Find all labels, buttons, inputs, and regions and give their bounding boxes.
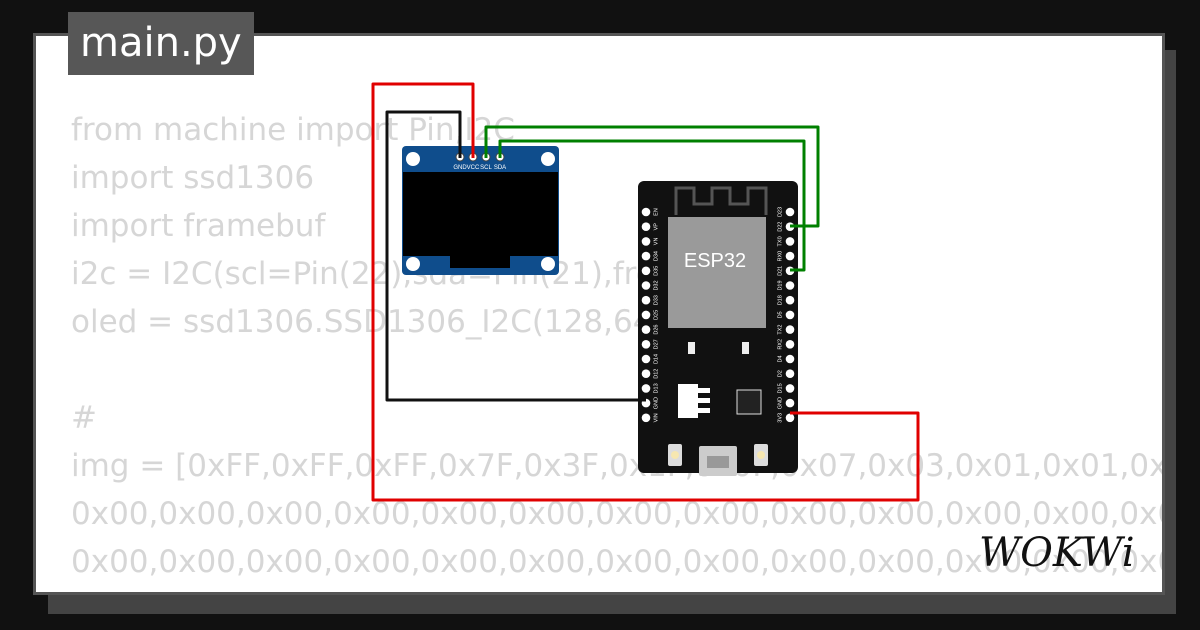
code-line: # <box>71 400 97 436</box>
esp32-pin-label: D12 <box>653 369 659 379</box>
esp32-pin-label: D35 <box>653 266 659 276</box>
esp32-pin-vn[interactable] <box>641 237 651 246</box>
vcc-wire[interactable] <box>371 82 920 502</box>
mount-hole <box>541 257 555 271</box>
esp32-pin-d18[interactable] <box>785 295 795 305</box>
esp32-pin-label: D27 <box>653 339 659 349</box>
esp32-pin-label: D2 <box>777 370 783 377</box>
oled-ribbon <box>450 256 510 268</box>
mount-hole <box>406 257 420 271</box>
esp32-pin-label: GND <box>777 397 783 409</box>
code-line: import framebuf <box>71 208 326 244</box>
smd-component <box>688 342 695 354</box>
esp32-pin-d13[interactable] <box>641 384 651 393</box>
regulator-lead <box>698 398 710 403</box>
esp32-pin-rx0[interactable] <box>785 251 795 261</box>
esp32-module-shield <box>668 217 766 328</box>
esp32-pin-label: GND <box>653 397 659 409</box>
regulator-lead <box>698 388 710 393</box>
esp32-pin-label: EN <box>653 208 659 216</box>
esp32-pin-label: D4 <box>777 355 783 362</box>
mount-hole <box>406 152 420 166</box>
esp32-pin-d2[interactable] <box>785 369 795 379</box>
chip-label: ESP32 <box>684 250 746 272</box>
esp32-board[interactable]: ESP32 ENVPVND34D35D32D33D25D26D27D14D12D… <box>638 181 798 476</box>
regulator-lead <box>698 408 710 413</box>
esp32-pin-label: D32 <box>653 280 659 290</box>
code-line: from machine import Pin,I2C <box>71 112 515 148</box>
esp32-pin-tx0[interactable] <box>785 237 795 246</box>
esp32-pin-3v3[interactable] <box>785 413 795 423</box>
wokwi-logo-text: WOKWi <box>979 530 1135 576</box>
esp32-pin-label: D33 <box>653 295 659 305</box>
esp32-pin-label: VN <box>653 238 659 246</box>
esp32-pin-label: TX0 <box>777 236 783 246</box>
esp32-pin-tx2[interactable] <box>785 325 795 334</box>
esp32-pin-label: VIN <box>653 413 659 422</box>
oled-pin-label: SCL <box>480 165 492 171</box>
code-line: 0x00,0x00,0x00,0x00,0x00,0x00,0x00,0x00,… <box>71 496 1162 532</box>
esp32-pin-label: D13 <box>653 383 659 393</box>
esp32-pin-d27[interactable] <box>641 340 651 349</box>
esp32-pin-d15[interactable] <box>785 384 795 393</box>
esp32-pin-label: D22 <box>777 222 783 232</box>
esp32-pin-rx2[interactable] <box>785 340 795 349</box>
antenna-trace <box>674 186 768 215</box>
wokwi-logo: WOKWi <box>979 530 1135 576</box>
esp32-pin-label: D15 <box>777 383 783 393</box>
esp32-pin-d5[interactable] <box>785 310 795 320</box>
esp32-pin-d33[interactable] <box>641 295 651 305</box>
esp32-pin-d26[interactable] <box>641 325 651 334</box>
esp32-pin-label: RX0 <box>777 251 783 262</box>
esp32-pin-d4[interactable] <box>785 354 795 364</box>
mount-hole <box>541 152 555 166</box>
esp32-pin-label: D23 <box>777 207 783 217</box>
esp32-pin-label: 3V3 <box>777 413 783 423</box>
oled-pin-label: VCC <box>467 165 480 171</box>
esp32-pin-d12[interactable] <box>641 369 651 379</box>
esp32-pin-label: VP <box>653 223 659 231</box>
esp32-pin-d35[interactable] <box>641 266 651 276</box>
preview-viewport: from machine import Pin,I2C import ssd130… <box>36 36 1162 592</box>
en-button[interactable] <box>754 444 768 466</box>
esp32-pin-label: RX2 <box>777 339 783 350</box>
code-line: import ssd1306 <box>71 160 315 196</box>
gnd-wire[interactable] <box>385 110 646 402</box>
esp32-pin-vp[interactable] <box>641 222 651 231</box>
esp32-pin-d34[interactable] <box>641 251 651 261</box>
esp32-pin-label: D5 <box>777 311 783 318</box>
scl-wire[interactable] <box>484 125 820 228</box>
smd-component <box>742 342 749 354</box>
code-line: 0x00,0x00,0x00,0x00,0x00,0x00,0x00,0x00,… <box>71 544 1162 580</box>
esp32-pin-label: TX2 <box>777 325 783 335</box>
esp32-pin-label: D34 <box>653 251 659 261</box>
esp32-pin-en[interactable] <box>641 207 651 217</box>
esp32-pin-label: D25 <box>653 310 659 320</box>
oled-pin-label: SDA <box>494 165 506 171</box>
esp32-pin-vin[interactable] <box>641 413 651 423</box>
esp32-pin-d25[interactable] <box>641 310 651 320</box>
micro-usb-opening <box>707 456 729 468</box>
file-tab[interactable]: main.py <box>68 12 254 75</box>
esp32-pin-d19[interactable] <box>785 281 795 290</box>
voltage-regulator <box>678 384 698 418</box>
code-line: oled = ssd1306.SSD1306_I2C(128,64,i2c) <box>71 304 720 340</box>
esp32-pin-label: D19 <box>777 280 783 290</box>
esp32-pin-label: D26 <box>653 325 659 335</box>
esp32-pin-label: D14 <box>653 354 659 364</box>
esp32-pin-label: D21 <box>777 266 783 276</box>
esp32-pin-label: D18 <box>777 295 783 305</box>
boot-button[interactable] <box>668 444 682 466</box>
oled-pin-label: GND <box>453 165 467 171</box>
oled-screen <box>403 172 558 256</box>
esp32-pin-gnd[interactable] <box>785 398 795 408</box>
esp32-pin-d14[interactable] <box>641 354 651 364</box>
usb-uart-chip <box>736 389 762 415</box>
esp32-pin-d32[interactable] <box>641 281 651 290</box>
esp32-pin-d23[interactable] <box>785 207 795 217</box>
sda-wire[interactable] <box>498 139 806 272</box>
